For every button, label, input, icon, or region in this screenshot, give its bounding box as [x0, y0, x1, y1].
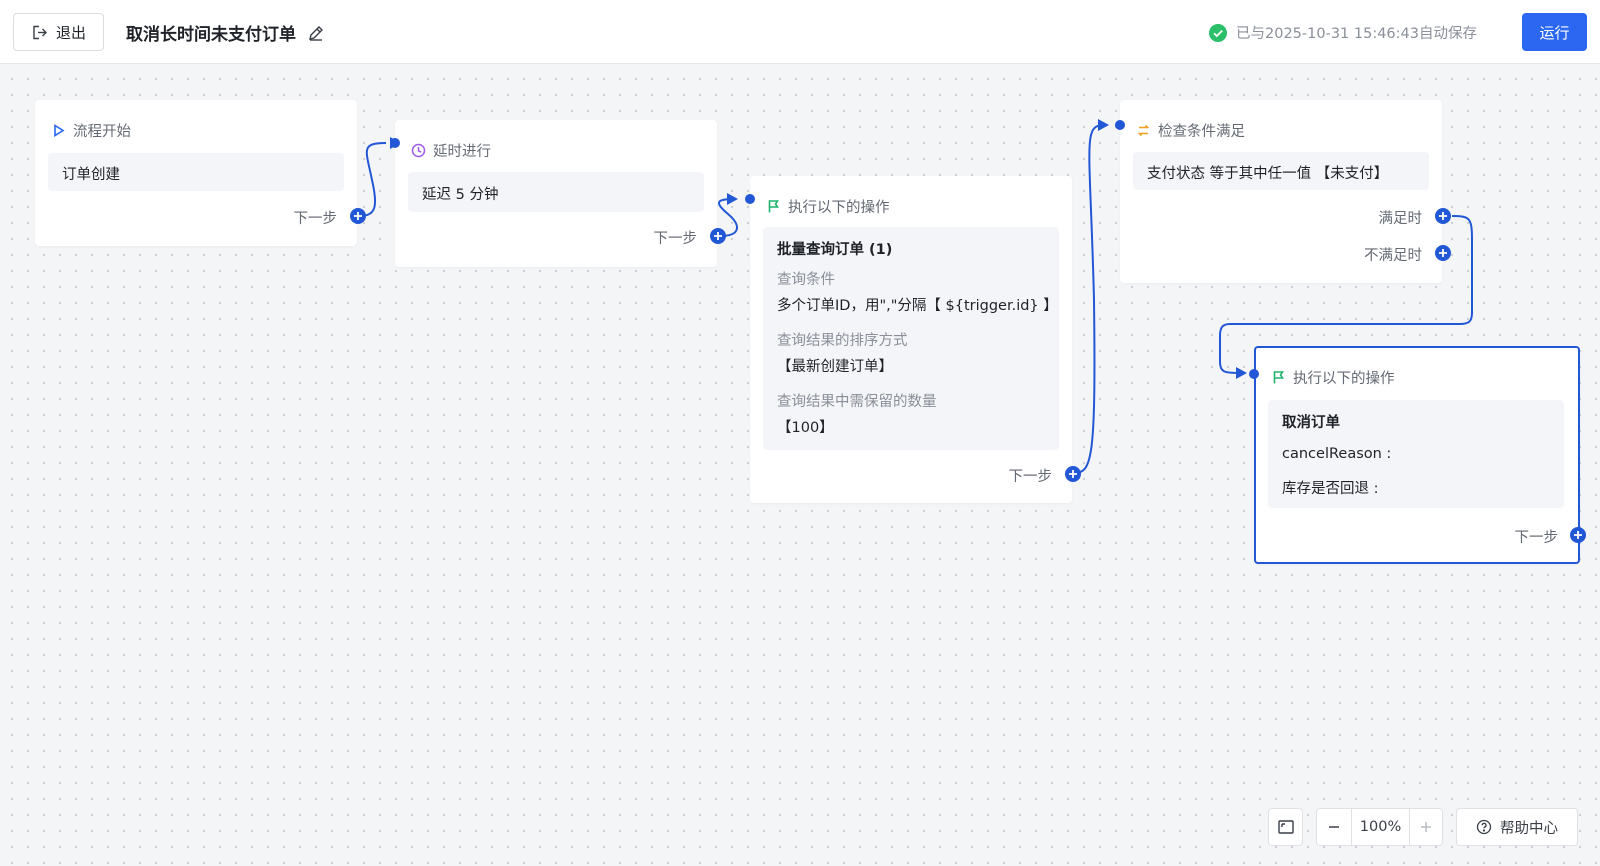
node-action-query[interactable]: 执行以下的操作 批量查询订单 (1) 查询条件 多个订单ID，用","分隔【 $…: [745, 176, 1081, 503]
next-step-label: 下一步: [1514, 530, 1559, 546]
node-delay[interactable]: 延时进行 延迟 5 分钟 下一步: [390, 120, 726, 267]
trigger-event: 订单创建: [62, 167, 120, 183]
plus-icon: [1069, 470, 1077, 478]
zoom-out-button[interactable]: [1317, 809, 1352, 845]
node-title: 执行以下的操作: [1293, 371, 1395, 387]
field-label: 查询结果中需保留的数量: [777, 394, 937, 410]
trigger-event-box[interactable]: 订单创建: [48, 153, 344, 191]
condition-box[interactable]: 支付状态 等于其中任一值 【未支付】: [1133, 152, 1429, 190]
operation-title: 批量查询订单 (1): [777, 242, 893, 258]
condition-value: 支付状态 等于其中任一值 【未支付】: [1147, 166, 1389, 182]
node-title: 流程开始: [73, 124, 131, 140]
field-label: 查询结果的排序方式: [777, 333, 908, 349]
top-bar: 退出 取消长时间未支付订单 已与2025-10-31 15:46:43自动保存 …: [0, 0, 1600, 64]
input-port[interactable]: [1115, 120, 1125, 130]
field-value: 【100】: [777, 420, 834, 436]
operation-box[interactable]: 取消订单 cancelReason : 库存是否回退 :: [1268, 400, 1564, 508]
node-action-cancel[interactable]: 执行以下的操作 取消订单 cancelReason : 库存是否回退 : 下一步: [1249, 346, 1586, 564]
input-port[interactable]: [390, 138, 400, 148]
save-status: 已与2025-10-31 15:46:43自动保存: [1208, 22, 1477, 43]
flow-title: 取消长时间未支付订单: [126, 25, 296, 45]
zoom-level: 100%: [1359, 819, 1402, 835]
operation-box[interactable]: 批量查询订单 (1) 查询条件 多个订单ID，用","分隔【 ${trigger…: [763, 227, 1059, 450]
zoom-in-button[interactable]: [1409, 809, 1442, 845]
next-step-label: 下一步: [1008, 469, 1053, 485]
save-status-text: 已与2025-10-31 15:46:43自动保存: [1236, 26, 1477, 42]
add-step-button[interactable]: [350, 208, 366, 224]
flag-icon: [1273, 371, 1284, 384]
node-header: 检查条件满足: [1136, 120, 1245, 141]
next-step-label: 下一步: [293, 211, 338, 227]
clock-icon: [411, 143, 426, 158]
add-step-button[interactable]: [1570, 527, 1586, 543]
add-step-button[interactable]: [1065, 466, 1081, 482]
flag-icon: [768, 200, 779, 213]
fit-view-icon: [1277, 820, 1294, 834]
add-true-branch-button[interactable]: [1435, 208, 1451, 224]
field-value: 多个订单ID，用","分隔【 ${trigger.id} 】: [777, 298, 1058, 314]
play-icon: [54, 124, 65, 137]
field-label: 查询条件: [777, 272, 835, 288]
plus-icon: [1439, 249, 1447, 257]
branch-icon: [1137, 124, 1150, 137]
exit-label: 退出: [55, 23, 86, 42]
condition-true-label: 满足时: [1378, 211, 1423, 227]
node-flow-start[interactable]: 流程开始 订单创建 下一步: [35, 100, 366, 246]
run-button[interactable]: 运行: [1522, 13, 1587, 51]
param-line: cancelReason :: [1282, 446, 1392, 462]
node-header: 延时进行: [411, 140, 491, 161]
add-step-button[interactable]: [710, 228, 726, 244]
node-condition[interactable]: 检查条件满足 支付状态 等于其中任一值 【未支付】 满足时 不满足时: [1115, 100, 1451, 283]
help-icon: [1476, 819, 1492, 835]
minus-icon: [1329, 826, 1339, 828]
delay-box[interactable]: 延迟 5 分钟: [408, 172, 704, 212]
node-header: 执行以下的操作: [766, 196, 890, 217]
next-step-label: 下一步: [653, 231, 698, 247]
input-port[interactable]: [745, 194, 755, 204]
plus-icon: [354, 212, 362, 220]
fit-view-button[interactable]: [1268, 808, 1303, 846]
node-title: 检查条件满足: [1158, 124, 1245, 140]
exit-icon: [33, 25, 47, 39]
plus-icon: [1574, 531, 1582, 539]
node-title: 执行以下的操作: [788, 200, 890, 216]
zoom-control: 100%: [1316, 808, 1443, 846]
delay-value: 延迟 5 分钟: [422, 187, 499, 203]
condition-false-label: 不满足时: [1364, 248, 1422, 264]
param-line: 库存是否回退 :: [1282, 481, 1379, 497]
flow-title-area: 取消长时间未支付订单: [126, 20, 326, 45]
check-circle-icon: [1209, 23, 1227, 42]
plus-icon: [1421, 822, 1431, 832]
help-center-label: 帮助中心: [1500, 820, 1558, 837]
add-false-branch-button[interactable]: [1435, 245, 1451, 261]
operation-title: 取消订单: [1282, 415, 1340, 431]
node-header: 执行以下的操作: [1271, 367, 1395, 388]
plus-icon: [714, 232, 722, 240]
field-value: 【最新创建订单】: [777, 359, 893, 375]
edit-icon[interactable]: [306, 23, 326, 43]
plus-icon: [1439, 212, 1447, 220]
input-port[interactable]: [1249, 369, 1259, 379]
help-center-button[interactable]: 帮助中心: [1456, 808, 1578, 846]
node-title: 延时进行: [433, 144, 491, 160]
exit-button[interactable]: 退出: [13, 13, 104, 51]
node-header: 流程开始: [51, 120, 131, 141]
